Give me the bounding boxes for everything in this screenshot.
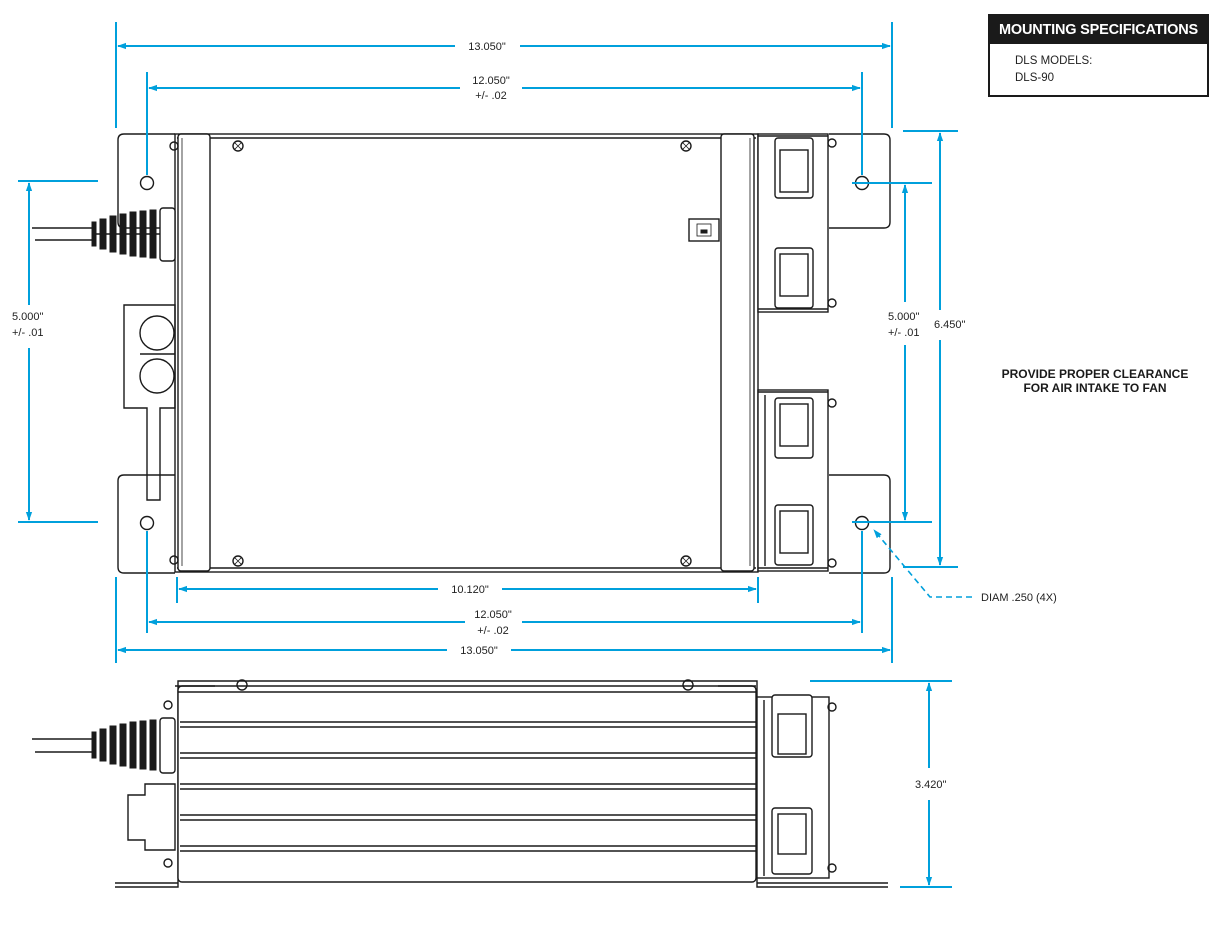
mounting-hole-icon — [139, 515, 155, 531]
mounting-hole-icon — [139, 175, 155, 191]
dim-side-height: 3.420" — [915, 779, 947, 791]
terminal-block-icon — [123, 304, 176, 501]
dim-body-length: 10.120" — [451, 584, 489, 596]
right-end-cap — [720, 133, 755, 572]
dim-left-height: 5.000" — [12, 311, 44, 323]
dim-bottom-overall: 13.050" — [460, 645, 498, 657]
heatsink-fins — [180, 721, 756, 852]
power-cord-icon — [32, 207, 176, 262]
dim-top-overall: 13.050" — [468, 41, 506, 53]
clearance-note: PROVIDE PROPER CLEARANCE FOR AIR INTAKE … — [975, 367, 1215, 395]
screw-icon — [232, 140, 244, 152]
screw-icon — [232, 555, 244, 567]
power-cord-icon — [32, 717, 176, 774]
phone-jack-icon — [688, 218, 720, 242]
dim-right-holes: 5.000" — [888, 311, 920, 323]
dimension-lines — [18, 22, 972, 888]
dim-left-height-tol: +/- .01 — [12, 327, 44, 339]
fan-icon — [756, 694, 837, 879]
top-view — [32, 133, 891, 574]
spec-model-name: DLS-90 — [1015, 72, 1054, 84]
left-end-cap — [177, 133, 211, 572]
terminal-block-icon — [127, 783, 176, 851]
fan-icon — [757, 133, 837, 313]
side-view — [32, 679, 888, 888]
dim-bottom-holes: 12.050" — [474, 609, 512, 621]
mounting-spec-box: MOUNTING SPECIFICATIONS DLS MODELS: DLS-… — [988, 14, 1209, 97]
screw-icon — [680, 555, 692, 567]
screw-icon — [680, 140, 692, 152]
clearance-note-line2: FOR AIR INTAKE TO FAN — [1023, 381, 1167, 395]
spec-box-title: MOUNTING SPECIFICATIONS — [990, 16, 1207, 44]
dimension-labels: 13.050" 12.050" +/- .02 5.000" +/- .01 5… — [12, 41, 1057, 791]
clearance-note-line1: PROVIDE PROPER CLEARANCE — [1001, 367, 1189, 381]
housing-body — [174, 133, 759, 573]
spec-models-label: DLS MODELS: — [1015, 55, 1093, 67]
dim-right-holes-tol: +/- .01 — [888, 327, 920, 339]
dim-right-overall: 6.450" — [934, 319, 966, 331]
dim-bottom-holes-tol: +/- .02 — [477, 625, 509, 637]
dim-top-holes: 12.050" — [472, 75, 510, 87]
fan-icon — [757, 389, 837, 572]
dim-top-holes-tol: +/- .02 — [475, 90, 507, 102]
hole-callout: DIAM .250 (4X) — [981, 592, 1057, 604]
